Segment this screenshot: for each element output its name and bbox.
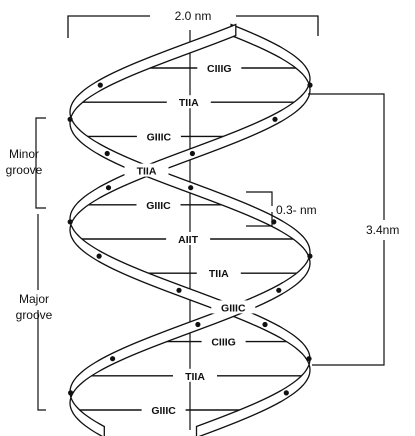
- pitch-dimension: 3.4nm: [308, 93, 399, 366]
- rise-label: 0.3- nm: [276, 203, 317, 217]
- phosphate-dot: [307, 253, 313, 259]
- phosphate-dot: [97, 82, 103, 88]
- minor-groove-label-line2: groove: [6, 163, 43, 177]
- phosphate-dot: [104, 150, 110, 157]
- minor-groove-annotation: Minor groove: [6, 117, 46, 209]
- base-pair-label-bg: [201, 334, 246, 348]
- phosphate-dot: [272, 116, 278, 122]
- phosphate-dot: [262, 321, 268, 328]
- base-pair-label: CIIIG: [207, 63, 232, 75]
- phosphate-dot: [195, 321, 201, 328]
- base-pair-label: GIIIC: [147, 131, 172, 143]
- base-pair-label: TIIA: [185, 371, 205, 383]
- rise-dimension: 0.3- nm: [246, 191, 317, 227]
- major-groove-label-line2: groove: [16, 308, 53, 322]
- base-pair-label: GIIIC: [221, 302, 246, 314]
- phosphate-dot: [105, 185, 112, 191]
- base-pair-label: AIIT: [178, 234, 198, 246]
- base-pair-label: TIIA: [137, 166, 157, 178]
- major-groove-annotation: Major groove: [16, 214, 53, 411]
- phosphate-dot: [67, 116, 73, 122]
- base-pair-label: CIIIG: [211, 337, 236, 349]
- base-pair-label-bg: [166, 232, 211, 245]
- base-pair-label-bg: [196, 266, 241, 280]
- base-pair-label: TIIA: [209, 268, 229, 280]
- phosphate-dot: [307, 82, 313, 88]
- phosphate-dot: [306, 356, 312, 362]
- phosphate-dot: [283, 390, 289, 396]
- base-pair-label: GIIIC: [146, 200, 171, 212]
- base-pair-label-bg: [166, 95, 211, 109]
- pitch-label: 3.4nm: [366, 223, 399, 237]
- base-pair-label-bg: [136, 197, 181, 211]
- base-pair-label-bg: [124, 163, 169, 177]
- phosphate-dot: [96, 253, 102, 259]
- base-pair-label: TIIA: [179, 97, 199, 109]
- phosphate-dot: [176, 287, 182, 293]
- base-pair-labels: CIIIG TIIA GIIIC TIIA GIIIC AIIT TIIA GIIIC CIII…: [124, 61, 256, 417]
- phosphate-dot: [188, 185, 194, 191]
- phosphate-dot: [276, 287, 282, 293]
- base-pair-label-bg: [173, 368, 217, 382]
- base-pair-label: GIIIC: [151, 405, 176, 417]
- base-pair-label-bg: [136, 129, 181, 143]
- phosphate-dot: [67, 219, 73, 225]
- base-pair-label-bg: [211, 300, 256, 314]
- phosphate-dot: [189, 150, 195, 157]
- phosphate-dot: [68, 390, 74, 396]
- width-label: 2.0 nm: [175, 9, 212, 23]
- major-groove-label-line1: Major: [19, 292, 49, 306]
- base-pair-label-bg: [141, 403, 186, 416]
- minor-groove-label-line1: Minor: [9, 147, 39, 161]
- width-dimension: 2.0 nm: [67, 9, 319, 38]
- phosphate-dot: [110, 356, 116, 362]
- phosphate-dots: [67, 82, 313, 396]
- base-pair-label-bg: [197, 61, 242, 74]
